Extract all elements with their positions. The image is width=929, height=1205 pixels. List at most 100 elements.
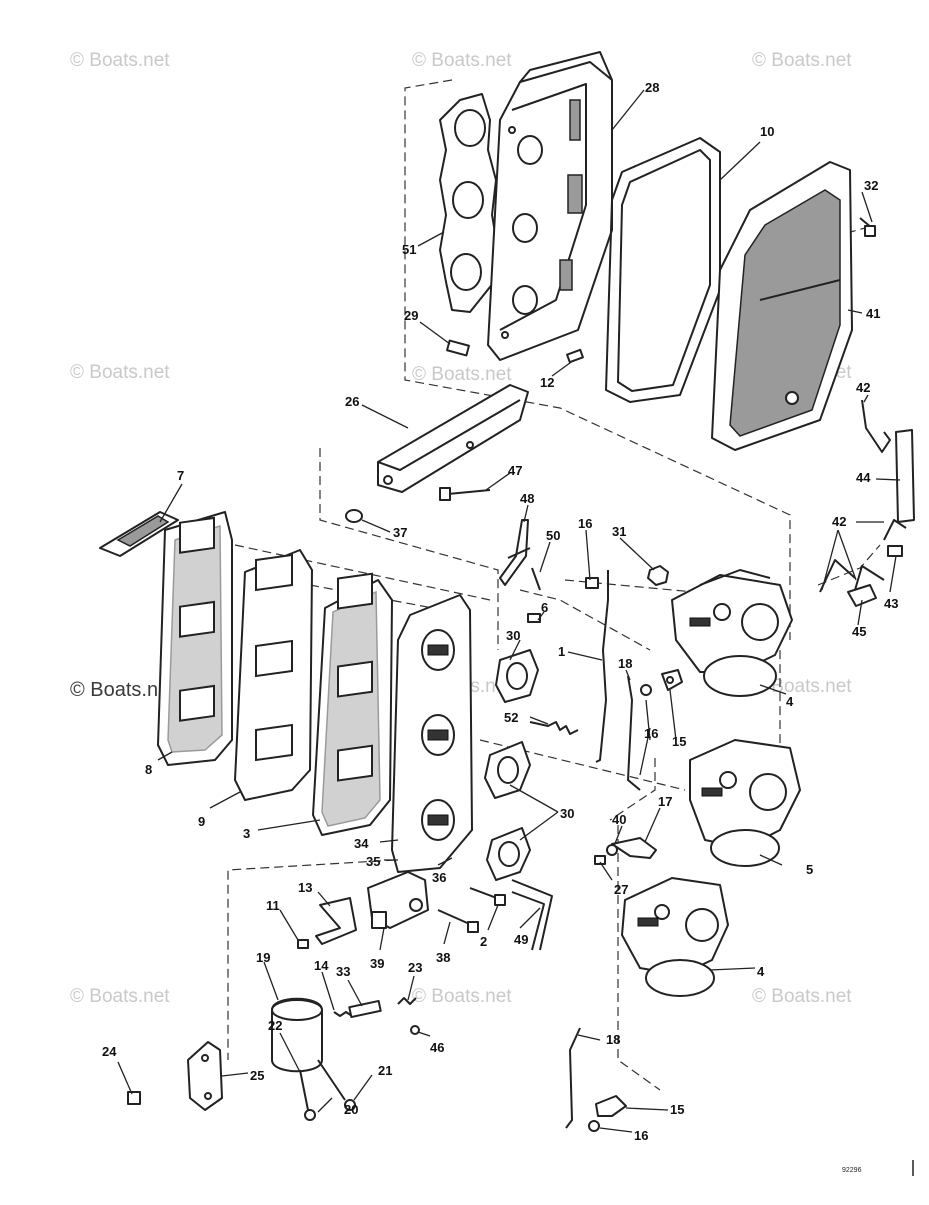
part-label: 25 — [250, 1068, 264, 1083]
part-label: 18 — [618, 656, 632, 671]
part-label: 34 — [354, 836, 369, 851]
part-label: 4 — [757, 964, 765, 979]
part-label: 22 — [268, 1018, 282, 1033]
part-label: 24 — [102, 1044, 117, 1059]
gasket-30-low — [486, 827, 531, 881]
solenoid-19 — [271, 997, 323, 1073]
lever-15-top — [661, 669, 683, 691]
part-label: 29 — [404, 308, 418, 323]
carburetor-4-bottom — [621, 877, 729, 997]
gasket-9 — [234, 549, 313, 801]
wire-20 — [299, 1069, 316, 1121]
part-label: 20 — [344, 1102, 358, 1117]
lever-17 — [611, 837, 657, 859]
bracket-39 — [367, 871, 429, 929]
screw-50 — [531, 567, 541, 591]
part-label: 30 — [506, 628, 520, 643]
part-label: 4 — [786, 694, 794, 709]
watermark: © Boats.net — [412, 50, 512, 71]
hose-44 — [895, 429, 915, 523]
gasket-8 — [157, 511, 233, 766]
gasket-30-top — [495, 649, 539, 703]
part-label: 36 — [432, 870, 446, 885]
part-label: 38 — [436, 950, 450, 965]
carburetor-4-top — [671, 569, 793, 697]
watermark: © Boats.net — [412, 364, 512, 385]
gasket-30-mid — [484, 741, 531, 799]
part-label: 30 — [560, 806, 574, 821]
nut-40 — [606, 844, 618, 856]
part-label: 3 — [243, 826, 250, 841]
reed-housing — [391, 594, 473, 873]
part-label: 50 — [546, 528, 560, 543]
screw-2 — [469, 887, 506, 906]
part-label: 6 — [541, 600, 548, 615]
drawing-reference: 92296 — [842, 1167, 862, 1174]
watermark: © Boats.net — [70, 986, 170, 1007]
part-label: 41 — [866, 306, 880, 321]
gasket-3 — [312, 572, 393, 836]
spring-23 — [397, 997, 417, 1005]
part-label: 37 — [393, 525, 407, 540]
assembly-lines — [227, 79, 881, 1091]
part-label: 31 — [612, 524, 626, 539]
spring-52 — [529, 721, 579, 735]
part-label: 16 — [578, 516, 592, 531]
part-label: 17 — [658, 794, 672, 809]
part-label: 12 — [540, 375, 554, 390]
hose-49 — [511, 879, 553, 951]
clamp-42-top — [861, 399, 891, 453]
watermark: © Boats.net — [412, 986, 512, 1007]
screw-11 — [297, 939, 309, 949]
part-label: 2 — [480, 934, 487, 949]
part-label: 26 — [345, 394, 359, 409]
leader-lines — [117, 89, 901, 1133]
part-label: 43 — [884, 596, 898, 611]
part-label: 9 — [198, 814, 205, 829]
watermark: © Boats.net — [752, 676, 852, 697]
part-label: 7 — [177, 468, 184, 483]
screw-12 — [566, 348, 584, 364]
reed-stop-7 — [99, 511, 179, 557]
bracket-26 — [377, 384, 529, 493]
nut-31 — [647, 565, 669, 586]
screw-38 — [437, 909, 479, 933]
plug-37 — [345, 509, 363, 523]
part-label: 51 — [402, 242, 416, 257]
clamps-42-lower — [819, 519, 907, 593]
gasket-10 — [605, 137, 721, 403]
watermark-dark: © Boats.net — [70, 679, 175, 701]
part-label: 48 — [520, 491, 534, 506]
part-label: 5 — [806, 862, 813, 877]
part-label: 15 — [672, 734, 686, 749]
part-label: 40 — [612, 812, 626, 827]
rod-18-bottom — [565, 1027, 581, 1129]
nut-46 — [410, 1025, 420, 1035]
part-label: 16 — [644, 726, 658, 741]
watermark: © Boats.net — [752, 986, 852, 1007]
part-label: 23 — [408, 960, 422, 975]
bracket-13 — [315, 897, 357, 945]
bracket-48 — [499, 519, 531, 586]
fitting-45 — [847, 584, 877, 607]
part-label: 42 — [832, 514, 846, 529]
screw-47 — [439, 487, 491, 501]
part-label: 27 — [614, 882, 628, 897]
watermark: © Boats.net — [70, 362, 170, 383]
part-label: 39 — [370, 956, 384, 971]
part-label: 8 — [145, 762, 152, 777]
part-label: 13 — [298, 880, 312, 895]
part-label: 16 — [634, 1128, 648, 1143]
part-label: 33 — [336, 964, 350, 979]
screw-32 — [859, 217, 876, 237]
watermark: © Boats.net — [752, 50, 852, 71]
cover-41 — [711, 161, 853, 451]
rod-18-top — [627, 675, 641, 791]
screw-6 — [527, 613, 541, 623]
fitting-43 — [887, 545, 903, 557]
part-label: 14 — [314, 958, 329, 973]
clip-16-mid — [640, 684, 652, 696]
part-label: 10 — [760, 124, 774, 139]
